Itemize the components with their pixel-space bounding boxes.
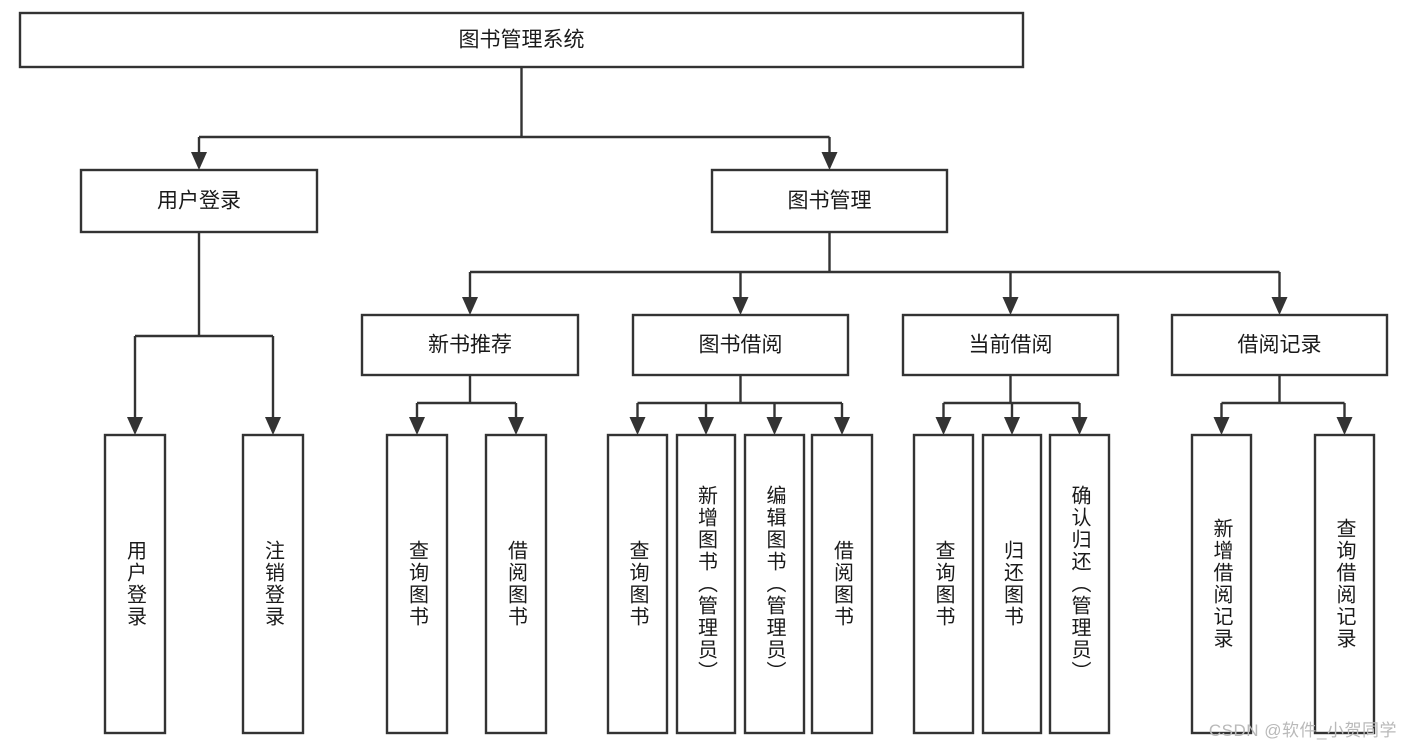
node-label-text-leaf-user-logout: 注销登录 <box>261 540 284 628</box>
node-label-text-leaf-user-login: 用户登录 <box>123 540 146 628</box>
node-label-text-leaf-query-book-3: 查询图书 <box>932 540 954 628</box>
node-label-leaf-borrow-book-2: 借阅图书 <box>812 435 872 733</box>
node-box-leaf-add-book[interactable] <box>675 433 737 735</box>
node-label-text-leaf-add-book: 新增图书（管理员） <box>694 485 717 683</box>
node-label-root: 图书管理系统 <box>459 29 585 52</box>
csdn-watermark: CSDN @软件_小贺同学 <box>1208 721 1397 740</box>
node-label-leaf-borrow-book-1: 借阅图书 <box>486 435 546 733</box>
node-box-leaf-query-book-1[interactable] <box>385 433 449 735</box>
node-label-leaf-confirm-return: 确认归还（管理员） <box>1050 435 1109 733</box>
arrow-head <box>1002 297 1019 315</box>
arrow-head <box>508 417 524 435</box>
node-label-leaf-query-book-3: 查询图书 <box>914 435 973 733</box>
arrow-head <box>127 417 143 435</box>
node-label-leaf-add-book: 新增图书（管理员） <box>677 435 735 733</box>
arrow-head <box>935 417 952 435</box>
arrow-head <box>1336 417 1353 435</box>
node-box-leaf-user-login[interactable] <box>103 433 167 735</box>
node-label-leaf-user-logout: 注销登录 <box>243 435 303 733</box>
node-label-text-leaf-edit-book: 编辑图书（管理员） <box>763 485 785 683</box>
node-box-user-login[interactable] <box>79 168 319 234</box>
node-box-leaf-confirm-return[interactable] <box>1048 433 1111 735</box>
arrow-head <box>1271 297 1288 315</box>
node-label-current-borrow: 当前借阅 <box>969 334 1053 357</box>
node-label-book-manage: 图书管理 <box>788 190 872 213</box>
arrow-head <box>191 152 207 170</box>
node-box-layer <box>18 11 1389 735</box>
node-label-leaf-query-book-1: 查询图书 <box>387 435 447 733</box>
node-box-leaf-borrow-book-1[interactable] <box>484 433 548 735</box>
arrow-head <box>766 417 783 435</box>
node-label-text-leaf-query-book-2: 查询图书 <box>626 540 648 628</box>
node-box-root[interactable] <box>18 11 1025 69</box>
arrow-head <box>409 417 425 435</box>
node-label-text-leaf-query-book-1: 查询图书 <box>405 540 428 628</box>
arrow-head <box>732 297 749 315</box>
node-label-leaf-query-book-2: 查询图书 <box>608 435 667 733</box>
node-label-leaf-return-book: 归还图书 <box>983 435 1041 733</box>
node-box-leaf-return-book[interactable] <box>981 433 1043 735</box>
node-box-book-borrow[interactable] <box>631 313 850 377</box>
arrow-head <box>265 417 281 435</box>
arrow-head <box>821 152 838 170</box>
node-label-text-leaf-return-book: 归还图书 <box>1000 540 1023 628</box>
arrow-head <box>698 417 714 435</box>
arrow-head <box>629 417 646 435</box>
node-box-leaf-query-book-2[interactable] <box>606 433 669 735</box>
node-label-text-leaf-borrow-book-1: 借阅图书 <box>504 540 527 628</box>
arrow-head <box>462 297 478 315</box>
node-label-leaf-add-borrow-record: 新增借阅记录 <box>1192 435 1251 733</box>
node-box-leaf-query-borrow-record[interactable] <box>1313 433 1376 735</box>
node-label-user-login: 用户登录 <box>157 190 241 213</box>
node-label-leaf-edit-book: 编辑图书（管理员） <box>745 435 804 733</box>
node-label-text-leaf-borrow-book-2: 借阅图书 <box>830 540 853 628</box>
node-box-new-book-recommend[interactable] <box>360 313 580 377</box>
arrow-head <box>1213 417 1230 435</box>
node-label-text-leaf-query-borrow-record: 查询借阅记录 <box>1333 518 1355 650</box>
node-label-text-leaf-add-borrow-record: 新增借阅记录 <box>1210 518 1232 650</box>
node-label-book-borrow: 图书借阅 <box>699 334 783 357</box>
arrow-head <box>1071 417 1088 435</box>
node-label-leaf-user-login: 用户登录 <box>105 435 165 733</box>
node-box-borrow-record[interactable] <box>1170 313 1389 377</box>
connector-layer <box>127 67 1353 435</box>
node-label-text-leaf-confirm-return: 确认归还（管理员） <box>1068 485 1090 683</box>
node-box-leaf-edit-book[interactable] <box>743 433 806 735</box>
node-box-leaf-borrow-book-2[interactable] <box>810 433 874 735</box>
node-box-leaf-add-borrow-record[interactable] <box>1190 433 1253 735</box>
node-box-leaf-query-book-3[interactable] <box>912 433 975 735</box>
node-label-new-book-recommend: 新书推荐 <box>428 334 512 357</box>
node-box-leaf-user-logout[interactable] <box>241 433 305 735</box>
arrow-head <box>834 417 850 435</box>
node-label-leaf-query-borrow-record: 查询借阅记录 <box>1315 435 1374 733</box>
arrow-head <box>1004 417 1020 435</box>
node-box-book-manage[interactable] <box>710 168 949 234</box>
node-label-borrow-record: 借阅记录 <box>1238 334 1322 357</box>
node-box-current-borrow[interactable] <box>901 313 1120 377</box>
